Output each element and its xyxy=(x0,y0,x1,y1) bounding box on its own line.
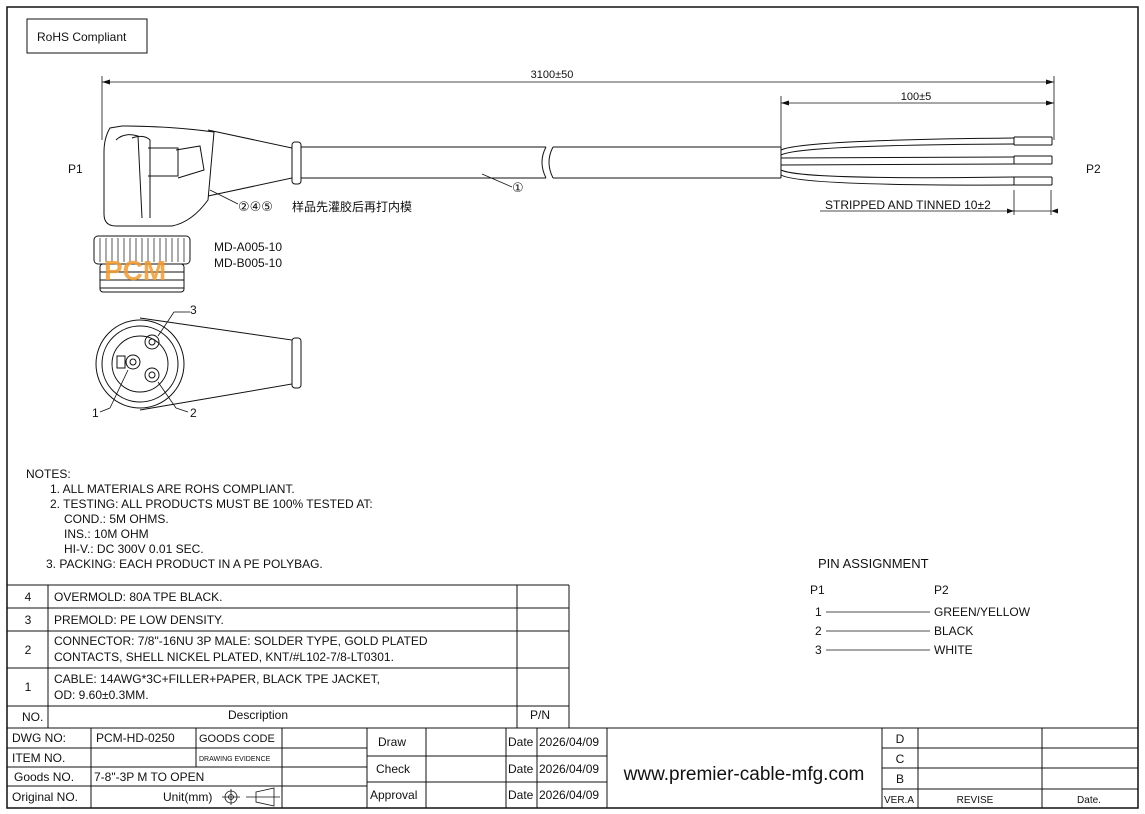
unit-label: Unit(mm) xyxy=(163,790,212,804)
projection-symbol-icon xyxy=(222,787,280,807)
connector-side-view xyxy=(103,125,1053,227)
connector-face-view xyxy=(95,311,302,413)
drawing-evidence-label: DRAWING EVIDENCE xyxy=(199,756,271,763)
bom-header-no: NO. xyxy=(22,710,43,724)
pin-label-1: 1 xyxy=(92,406,99,420)
rohs-label: RoHS Compliant xyxy=(37,30,127,44)
pin-row-p2: WHITE xyxy=(934,643,973,657)
pin-assignment-title: PIN ASSIGNMENT xyxy=(818,556,929,571)
dimension-stripped: STRIPPED AND TINNED 10±2 xyxy=(820,190,1058,215)
pin-col-p1: P1 xyxy=(810,583,825,597)
website-url: www.premier-cable-mfg.com xyxy=(623,764,865,785)
goods-code-label: GOODS CODE xyxy=(199,733,275,745)
sheet-border xyxy=(6,6,1139,809)
pin-assignment: PIN ASSIGNMENT P1 P2 1 GREEN/YELLOW 2 BL… xyxy=(810,556,1031,657)
date-value: 2026/04/09 xyxy=(539,735,599,749)
note-line: 2. TESTING: ALL PRODUCTS MUST BE 100% TE… xyxy=(50,497,373,511)
date-value: 2026/04/09 xyxy=(539,762,599,776)
callout-overmold: ②④⑤ xyxy=(238,199,273,214)
pin-label-2: 2 xyxy=(190,406,197,420)
bom-header-pn: P/N xyxy=(530,708,550,722)
rev-letter: C xyxy=(896,752,905,766)
bom-row-desc: OVERMOLD: 80A TPE BLACK. xyxy=(54,590,223,604)
notes-title: NOTES: xyxy=(26,467,71,481)
note-line: 1. ALL MATERIALS ARE ROHS COMPLIANT. xyxy=(50,482,295,496)
date-col-label: Date. xyxy=(1077,795,1101,806)
dwg-no-label: DWG NO: xyxy=(12,731,66,745)
note-line: INS.: 10M OHM xyxy=(64,527,149,541)
dim-overall-text: 3100±50 xyxy=(531,69,574,81)
part-number-b: MD-B005-10 xyxy=(214,256,282,270)
note-line: COND.: 5M OHMS. xyxy=(64,512,169,526)
chinese-note: 样品先灌胶后再打内模 xyxy=(292,199,412,214)
bom-row-no: 3 xyxy=(25,613,32,627)
pin-col-p2: P2 xyxy=(934,583,949,597)
pin-label-3: 3 xyxy=(190,303,197,317)
bom-row-desc: OD: 9.60±0.3MM. xyxy=(54,688,149,702)
date-label: Date xyxy=(508,762,534,776)
bom-row-desc: PREMOLD: PE LOW DENSITY. xyxy=(54,613,224,627)
label-p1: P1 xyxy=(68,162,83,176)
dim-strip-text: 100±5 xyxy=(901,91,932,103)
original-no-label: Original NO. xyxy=(12,790,78,804)
item-no-label: ITEM NO. xyxy=(12,751,65,765)
ver-label: VER.A xyxy=(884,795,914,806)
rev-letter: B xyxy=(896,772,904,786)
note-line: HI-V.: DC 300V 0.01 SEC. xyxy=(64,542,204,556)
bom-row-desc: CONTACTS, SHELL NICKEL PLATED, KNT/#L102… xyxy=(54,650,394,664)
date-label: Date xyxy=(508,735,534,749)
dwg-no-value: PCM-HD-0250 xyxy=(96,731,175,745)
bom-row-no: 2 xyxy=(25,643,32,657)
revise-label: REVISE xyxy=(957,795,994,806)
bom-row-desc: CABLE: 14AWG*3C+FILLER+PAPER, BLACK TPE … xyxy=(54,672,380,686)
rev-letter: D xyxy=(896,732,905,746)
pin-row-p1: 1 xyxy=(815,605,822,619)
part-number-a: MD-A005-10 xyxy=(214,240,282,254)
bom-header-desc: Description xyxy=(228,708,288,722)
title-block xyxy=(7,727,1138,808)
pin-row-p2: BLACK xyxy=(934,624,973,638)
dimension-overall: 3100±50 xyxy=(101,69,1055,140)
rohs-box xyxy=(26,18,148,54)
goods-no-value: 7-8"-3P M TO OPEN xyxy=(94,770,204,784)
pin-row-p2: GREEN/YELLOW xyxy=(934,605,1031,619)
bom-row-desc: CONNECTOR: 7/8"-16NU 3P MALE: SOLDER TYP… xyxy=(54,634,428,648)
label-p2: P2 xyxy=(1086,162,1101,176)
check-label: Check xyxy=(376,762,411,776)
watermark-pcm: PCM xyxy=(104,255,166,286)
connector-nut-view xyxy=(93,235,191,293)
date-value: 2026/04/09 xyxy=(539,788,599,802)
goods-no-label: Goods NO. xyxy=(14,770,74,784)
stripped-note: STRIPPED AND TINNED 10±2 xyxy=(825,198,991,212)
date-label: Date xyxy=(508,788,534,802)
notes: NOTES: 1. ALL MATERIALS ARE ROHS COMPLIA… xyxy=(26,467,373,571)
note-line: 3. PACKING: EACH PRODUCT IN A PE POLYBAG… xyxy=(46,557,323,571)
bom-row-no: 1 xyxy=(25,680,32,694)
approval-label: Approval xyxy=(370,788,417,802)
pin-row-p1: 3 xyxy=(815,643,822,657)
pin-row-p1: 2 xyxy=(815,624,822,638)
dimension-strip: 100±5 xyxy=(780,91,1054,150)
callout-cable: ① xyxy=(512,180,524,195)
draw-label: Draw xyxy=(378,735,406,749)
bom-row-no: 4 xyxy=(25,590,32,604)
